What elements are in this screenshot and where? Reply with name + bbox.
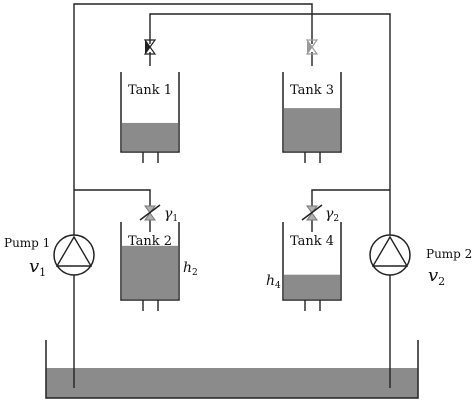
tank4 <box>282 222 342 311</box>
tank3 <box>282 72 342 163</box>
h4-symbol: h4 <box>266 273 281 291</box>
reservoir-water <box>46 368 418 398</box>
bowtie-valve-icon <box>305 39 319 55</box>
tank2-water <box>122 245 178 299</box>
reservoir-walls <box>45 340 419 399</box>
h4-main: h <box>266 273 275 289</box>
tank3-label: Tank 3 <box>290 83 334 98</box>
tank1 <box>120 72 180 163</box>
gamma1-main: γ <box>164 206 173 222</box>
tank4-label: Tank 4 <box>290 234 334 249</box>
reservoir <box>45 340 419 399</box>
three-way-valve-icon <box>301 204 323 221</box>
tank3-water <box>284 108 340 151</box>
pump1-branch-tank2 <box>74 189 151 206</box>
pump1-label: Pump 1 <box>4 236 50 250</box>
v1-subscript: 1 <box>39 266 46 279</box>
h4-subscript: 4 <box>275 281 281 291</box>
bowtie-valve-icon <box>143 39 157 55</box>
tank1-label: Tank 1 <box>128 83 172 98</box>
tank4-water <box>284 274 340 299</box>
gamma1-subscript: 1 <box>172 214 178 224</box>
v2-main: v <box>428 265 438 286</box>
tank2 <box>120 222 180 311</box>
h2-subscript: 2 <box>192 268 198 278</box>
pump2-riser <box>149 13 391 388</box>
gamma2-main: γ <box>325 206 334 222</box>
tank1-water <box>122 122 178 151</box>
v1-main: v <box>29 256 39 277</box>
pump2-label: Pump 2 <box>426 247 472 261</box>
gamma1-symbol: γ1 <box>164 206 178 224</box>
pump1-riser <box>73 3 313 388</box>
centrifugal-pump-icon <box>369 234 411 276</box>
v2-subscript: 2 <box>438 275 445 288</box>
pipes <box>73 3 391 388</box>
v1-symbol: v1 <box>29 256 46 279</box>
tank2-label: Tank 2 <box>128 234 172 249</box>
gamma2-symbol: γ2 <box>325 206 339 224</box>
v2-symbol: v2 <box>428 265 445 288</box>
h2-main: h <box>183 260 192 276</box>
three-way-valve-icon <box>139 204 161 221</box>
pump2-branch-tank4 <box>311 189 390 206</box>
centrifugal-pump-icon <box>53 234 95 276</box>
h2-symbol: h2 <box>183 260 198 278</box>
gamma2-subscript: 2 <box>333 214 339 224</box>
